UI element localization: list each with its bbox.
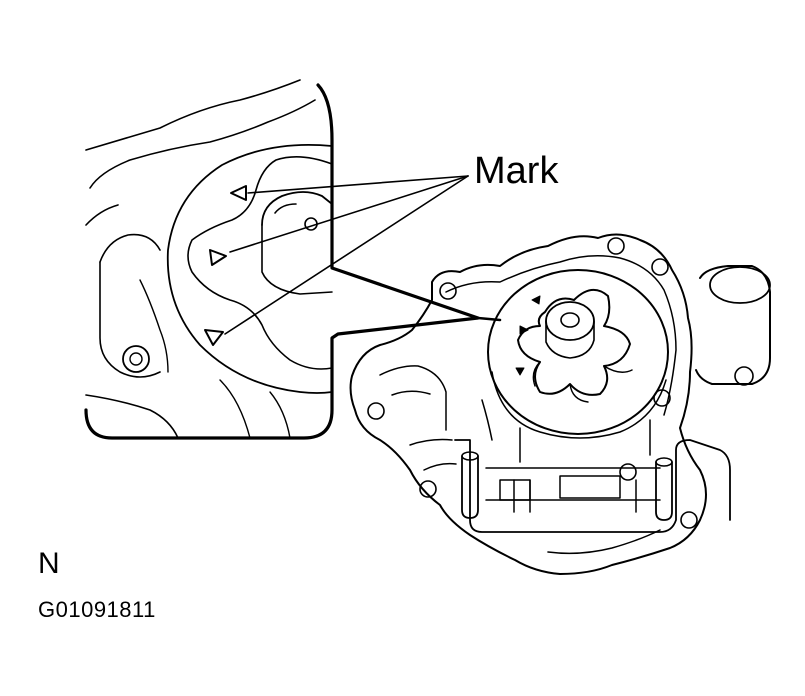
housing-rib — [380, 366, 446, 430]
housing-edge — [270, 392, 290, 438]
bolt-hole — [608, 238, 624, 254]
valve-body — [455, 440, 730, 532]
inset-contour — [100, 235, 160, 262]
inset-frame — [86, 85, 478, 438]
bolt-hole — [681, 512, 697, 528]
view-label: N — [38, 547, 60, 580]
housing-edge — [86, 395, 178, 438]
stud-bolt-top — [656, 458, 672, 466]
housing-rib — [548, 530, 660, 553]
stud-bolt — [462, 456, 478, 518]
pointer-line — [478, 318, 500, 320]
detail-inset — [86, 80, 478, 438]
leader-line — [248, 176, 468, 193]
inset-contour — [86, 205, 118, 225]
valve-port — [500, 480, 530, 500]
leader-line — [225, 176, 468, 334]
stud-bolt-top — [462, 452, 478, 460]
rotor-boss-side — [262, 225, 332, 294]
cover-ring — [168, 145, 332, 393]
rotor-hub — [546, 302, 594, 340]
bolt-hole-inner — [130, 353, 142, 365]
gear-cover-rim — [492, 372, 666, 438]
bolt-hole — [620, 464, 636, 480]
star-rotor-shadow — [533, 362, 632, 402]
valve-port — [560, 476, 620, 498]
housing-edge — [100, 262, 160, 377]
mark-triangle-icon — [516, 368, 524, 375]
mark-triangle-icon — [205, 330, 223, 345]
rotor-hub-side — [546, 321, 594, 358]
pump-housing-inner — [446, 256, 676, 415]
star-rotor — [518, 290, 630, 395]
inset-contour — [86, 80, 300, 150]
valve-body-detail — [486, 468, 660, 512]
bolt-hole — [123, 346, 149, 372]
figure-code: G01091811 — [38, 597, 156, 622]
mark-triangle-icon — [532, 296, 540, 304]
leader-line — [230, 176, 468, 252]
bolt-hole — [735, 367, 753, 385]
housing-edge — [220, 380, 250, 438]
bolt-hole — [440, 283, 456, 299]
housing-rib — [482, 400, 650, 462]
mark-triangle-icon — [210, 250, 226, 265]
pump-assembly — [351, 234, 770, 574]
bolt-hole — [368, 403, 384, 419]
gear-cover — [488, 270, 668, 434]
rotor-hub-inner — [561, 313, 579, 327]
rotor-boss — [262, 192, 332, 225]
mark-triangle-icon — [520, 326, 528, 334]
rotor-lobe — [275, 204, 296, 213]
pump-housing — [351, 234, 706, 574]
solenoid — [696, 266, 770, 384]
bolt-hole — [652, 259, 668, 275]
stud-bolt — [656, 462, 672, 520]
solenoid-end — [710, 267, 770, 303]
mark-triangle-icon — [231, 186, 246, 200]
bolt-hole — [420, 481, 436, 497]
housing-rib — [410, 440, 456, 470]
mark-label: Mark — [474, 150, 559, 192]
cover-inner-ring — [188, 157, 332, 369]
housing-edge — [140, 280, 168, 372]
inset-contour — [90, 100, 315, 188]
